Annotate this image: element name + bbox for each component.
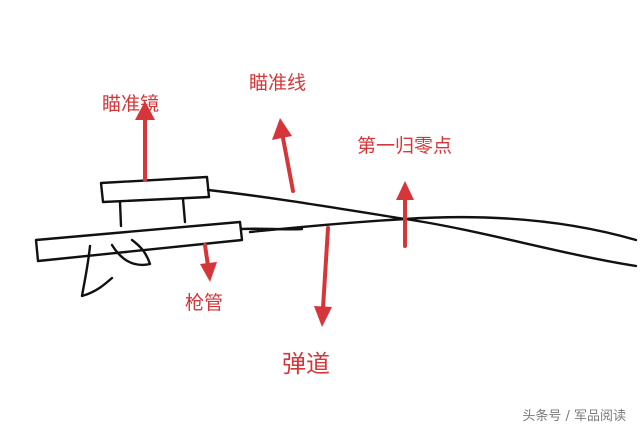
label-barrel: 枪管 [185,292,224,314]
label-scope: 瞄准镜 [102,93,160,115]
scope-mount [118,197,187,228]
arrow-first-zero [396,181,414,248]
scope-body [99,175,211,204]
label-sight-line: 瞄准线 [249,72,307,94]
label-trajectory: 弹道 [282,350,330,378]
arrow-barrel [200,243,217,282]
arrow-trajectory [314,226,332,327]
arrow-scope [135,101,155,182]
trajectory-line [248,215,638,242]
arrow-sight-line [272,118,295,193]
watermark-text: 头条号 / 军品阅读 [522,409,626,424]
rifle-sketch [34,175,304,298]
barrel-body [34,220,244,263]
rifle-grip [80,238,152,298]
label-first-zero: 第一归零点 [357,135,453,157]
